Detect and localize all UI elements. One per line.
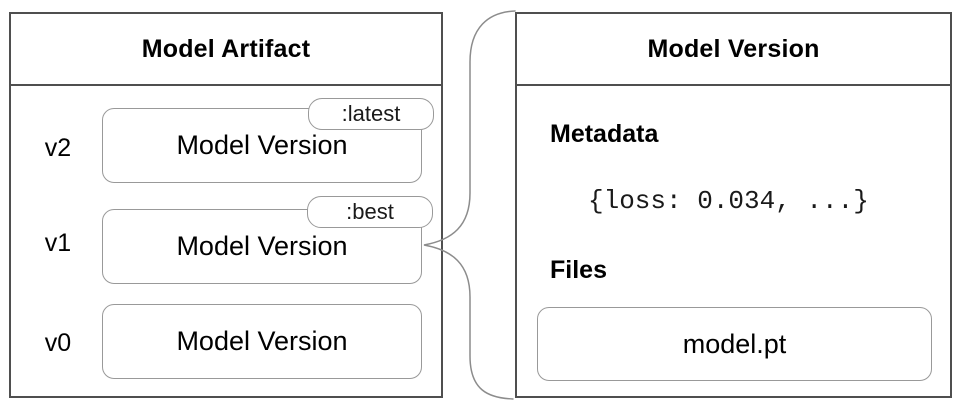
- version-label-v2: v2: [44, 134, 72, 162]
- file-box-model-pt: model.pt: [537, 307, 932, 381]
- model-version-panel-title: Model Version: [517, 14, 950, 86]
- version-label-v1: v1: [44, 229, 72, 257]
- model-artifact-panel-title: Model Artifact: [11, 14, 441, 86]
- alias-badge-best: :best: [307, 196, 433, 228]
- model-version-box-v0: Model Version: [102, 304, 422, 379]
- metadata-value: {loss: 0.034, ...}: [588, 186, 869, 216]
- model-version-detail-panel: Model Version Metadata {loss: 0.034, ...…: [515, 12, 952, 398]
- model-artifact-panel: Model Artifact v2 Model Version :latest …: [9, 12, 443, 398]
- model-version-box-v1: Model Version: [102, 209, 422, 284]
- alias-badge-latest: :latest: [308, 98, 434, 130]
- files-heading: Files: [550, 256, 607, 284]
- version-label-v0: v0: [44, 329, 72, 357]
- metadata-heading: Metadata: [550, 120, 659, 148]
